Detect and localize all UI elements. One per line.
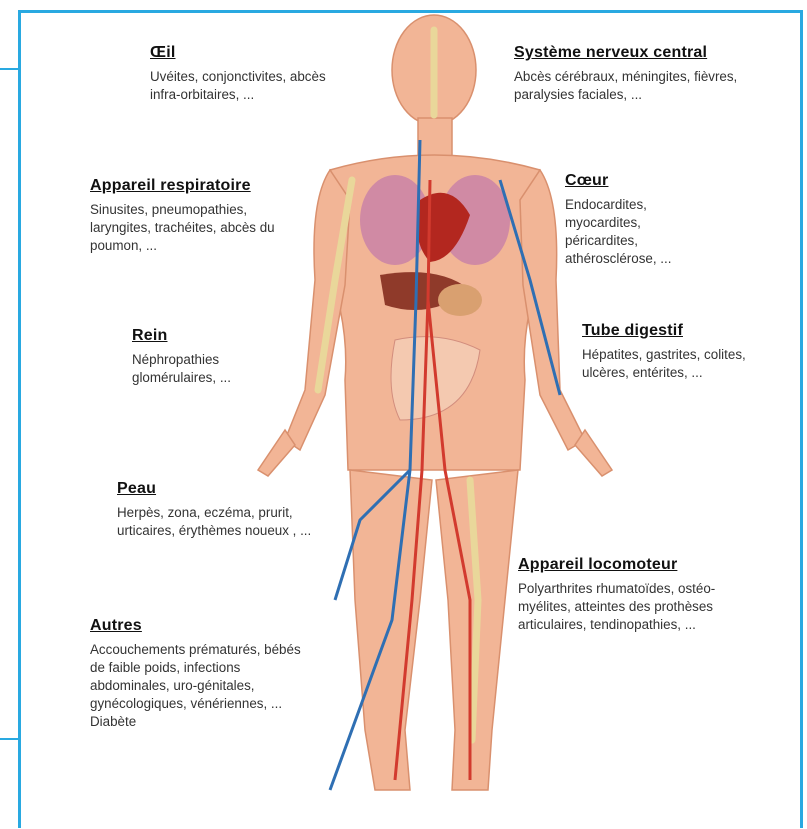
- text-peau: Herpès, zona, eczéma, prurit, urticaires…: [117, 504, 347, 540]
- text-digestif: Hépatites, gastrites, colites, ulcères, …: [582, 346, 757, 382]
- block-oeil: Œil Uvéites, conjonctivites, abcès infra…: [150, 44, 350, 104]
- title-snc: Système nerveux central: [514, 44, 774, 62]
- text-oeil: Uvéites, conjonctivites, abcès infra-orb…: [150, 68, 350, 104]
- text-locomoteur: Polyarthrites rhumatoïdes, ostéo-myélite…: [518, 580, 753, 634]
- title-peau: Peau: [117, 480, 347, 498]
- text-snc: Abcès cérébraux, méningites, fièvres, pa…: [514, 68, 774, 104]
- title-oeil: Œil: [150, 44, 350, 62]
- block-digestif: Tube digestif Hépatites, gastrites, coli…: [582, 322, 757, 382]
- block-snc: Système nerveux central Abcès cérébraux,…: [514, 44, 774, 104]
- block-rein: Rein Néphropathies glomérulaires, ...: [132, 327, 272, 387]
- block-coeur: Cœur Endocardites, myocardites, péricard…: [565, 172, 715, 268]
- text-respiratoire: Sinusites, pneumopathies, laryngites, tr…: [90, 201, 310, 255]
- block-locomoteur: Appareil locomoteur Polyarthrites rhumat…: [518, 556, 753, 634]
- text-coeur: Endocardites, myocardites, péricardites,…: [565, 196, 715, 268]
- title-respiratoire: Appareil respiratoire: [90, 177, 310, 195]
- title-rein: Rein: [132, 327, 272, 345]
- title-autres: Autres: [90, 617, 315, 635]
- block-respiratoire: Appareil respiratoire Sinusites, pneumop…: [90, 177, 310, 255]
- title-locomoteur: Appareil locomoteur: [518, 556, 753, 574]
- block-autres: Autres Accouchements prématurés, bébés d…: [90, 617, 315, 731]
- block-peau: Peau Herpès, zona, eczéma, prurit, urtic…: [117, 480, 347, 540]
- text-autres: Accouchements prématurés, bébés de faibl…: [90, 641, 315, 731]
- title-coeur: Cœur: [565, 172, 715, 190]
- text-rein: Néphropathies glomérulaires, ...: [132, 351, 272, 387]
- title-digestif: Tube digestif: [582, 322, 757, 340]
